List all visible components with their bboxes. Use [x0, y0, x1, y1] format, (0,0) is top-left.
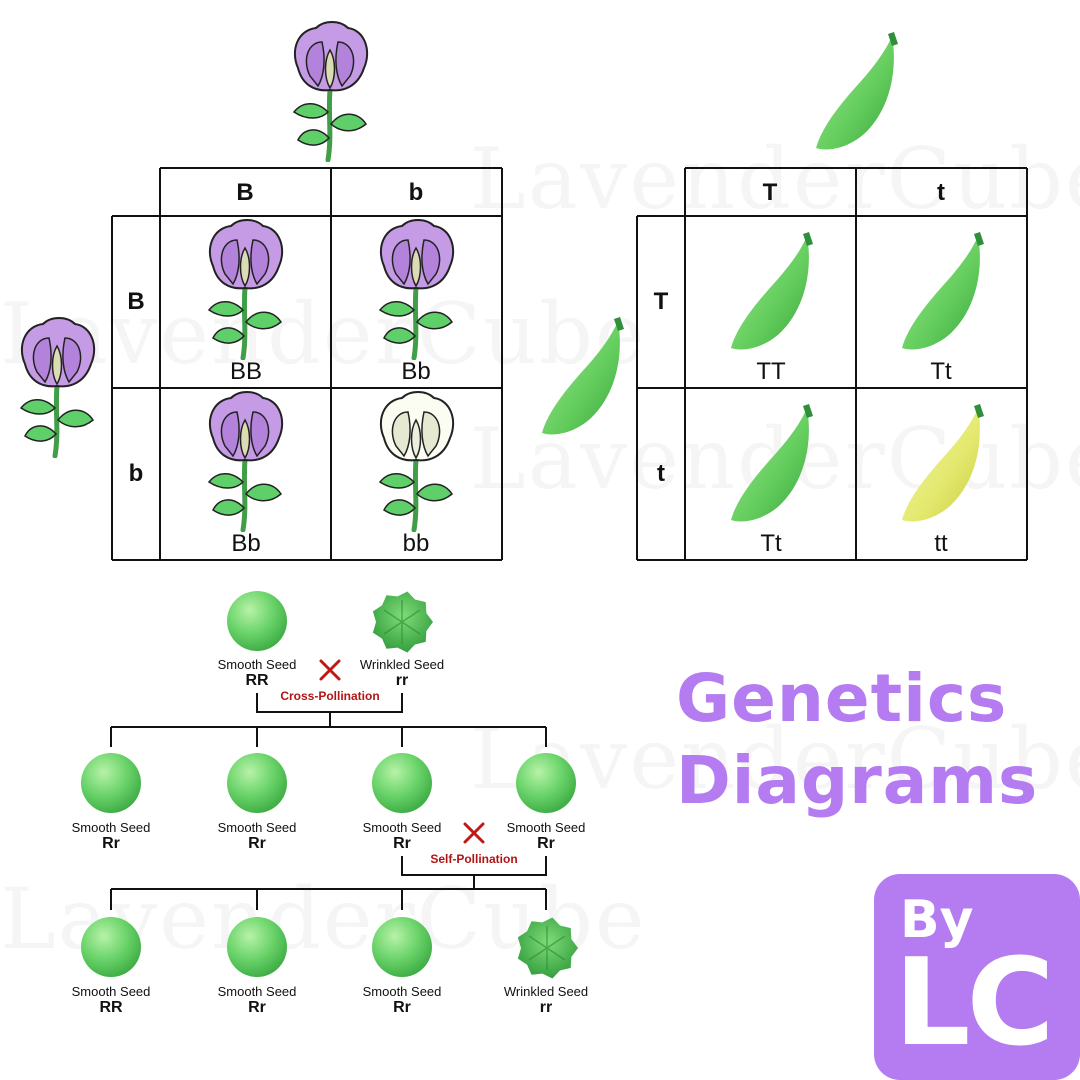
flower-genotype: BB — [229, 358, 262, 385]
title-line-2: Diagrams — [676, 742, 1039, 819]
pod-genotype: Tt — [930, 358, 952, 385]
wrinkled-seed-icon — [370, 590, 434, 654]
smooth-seed-icon — [371, 752, 433, 814]
offspring-flower-icon — [203, 390, 287, 532]
pod-genotype: tt — [934, 530, 948, 557]
wrinkled-seed-icon — [515, 916, 579, 980]
pod-genotype: Tt — [760, 530, 782, 557]
badge-by-text: By — [900, 890, 974, 950]
pod-row-header: T — [653, 288, 669, 315]
offspring-pod-icon — [898, 230, 988, 356]
flower-col-header: b — [408, 179, 424, 206]
title-line-1: Genetics — [676, 660, 1008, 737]
cross-x-icon — [319, 659, 341, 681]
pod-col-header: t — [937, 179, 945, 206]
offspring-flower-icon — [374, 218, 458, 360]
parent-flower-icon — [288, 20, 372, 162]
offspring-pod-icon — [898, 402, 988, 528]
smooth-seed-icon — [80, 752, 142, 814]
smooth-seed-icon — [371, 916, 433, 978]
smooth-seed-icon — [226, 752, 288, 814]
flower-genotype: Bb — [401, 358, 431, 385]
offspring-flower-icon — [203, 218, 287, 360]
cross-pollination-label: Cross-Pollination — [280, 689, 380, 703]
badge-initials: LC — [894, 934, 1055, 1073]
brand-badge: By LC — [874, 874, 1080, 1080]
offspring-flower-icon — [374, 390, 458, 532]
flower-row-header: b — [128, 460, 144, 487]
flower-genotype: Bb — [231, 530, 261, 557]
parent-pod-icon — [538, 315, 628, 441]
flower-col-header: B — [236, 179, 254, 206]
smooth-seed-icon — [226, 916, 288, 978]
smooth-seed-icon — [226, 590, 288, 652]
parent-flower-icon — [15, 316, 99, 458]
parent-pod-icon — [812, 30, 902, 156]
smooth-seed-icon — [515, 752, 577, 814]
pod-row-header: t — [657, 460, 665, 487]
flower-row-header: B — [127, 288, 145, 315]
cross-x-icon — [463, 822, 485, 844]
offspring-pod-icon — [727, 230, 817, 356]
pod-genotype: TT — [756, 358, 786, 385]
smooth-seed-icon — [80, 916, 142, 978]
flower-genotype: bb — [402, 530, 430, 557]
offspring-pod-icon — [727, 402, 817, 528]
pod-col-header: T — [762, 179, 778, 206]
self-pollination-label: Self-Pollination — [430, 852, 518, 866]
